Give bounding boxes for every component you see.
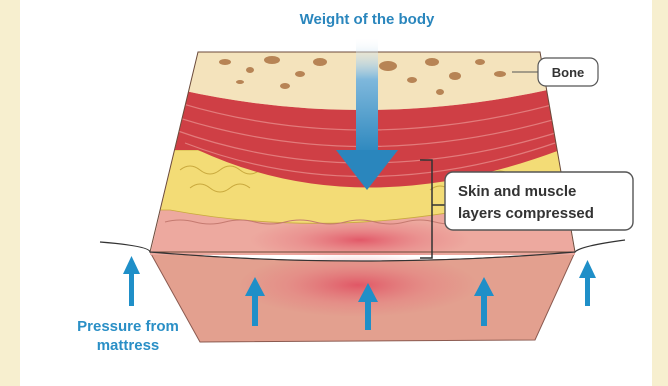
mattress-hotspot (238, 253, 478, 317)
pressure-label-line1: Pressure from (77, 318, 179, 335)
bone-label: Bone (552, 65, 585, 80)
compressed-label-line2: layers compressed (458, 205, 594, 222)
pressure-arrow-right (579, 260, 596, 306)
pressure-label-line2: mattress (97, 337, 160, 354)
pressure-arrow-left (123, 256, 140, 306)
weight-label: Weight of the body (300, 11, 435, 28)
compressed-label-line1: Skin and muscle (458, 183, 576, 200)
